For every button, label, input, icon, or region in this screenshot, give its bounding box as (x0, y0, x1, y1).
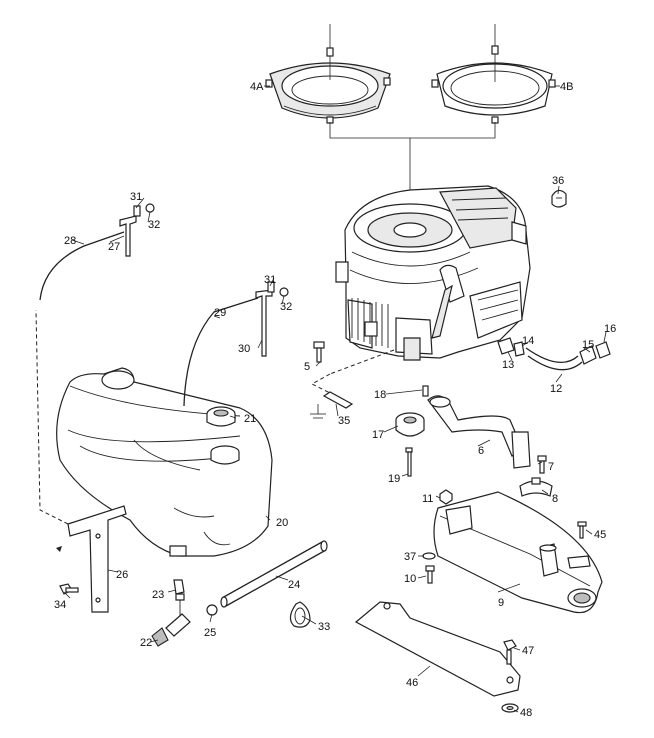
nut-32b (279, 287, 289, 297)
pin-18 (422, 385, 429, 397)
callout-24: 24 (288, 579, 300, 591)
callout-34: 34 (54, 599, 66, 611)
callout-32b: 32 (280, 301, 292, 313)
engine-assembly (335, 185, 531, 361)
clamp-25 (206, 604, 218, 616)
callout-31b: 31 (264, 274, 276, 286)
callout-20: 20 (276, 517, 288, 529)
callout-16: 16 (604, 323, 616, 335)
callout-12: 12 (550, 383, 562, 395)
heat-shield-46 (354, 601, 521, 697)
callout-35: 35 (338, 415, 350, 427)
shutoff-valve-22 (151, 600, 191, 647)
callout-36: 36 (552, 175, 564, 187)
callout-5: 5 (304, 361, 310, 373)
cable-29 (183, 289, 273, 407)
callout-18: 18 (374, 389, 386, 401)
bolt-10 (425, 565, 435, 584)
callout-33: 33 (318, 621, 330, 633)
muffler-9 (433, 491, 603, 614)
callout-25: 25 (204, 627, 216, 639)
callout-21: 21 (244, 413, 256, 425)
callout-31a: 31 (130, 191, 142, 203)
callout-47: 47 (522, 645, 534, 657)
clip-36 (551, 189, 567, 208)
filter-ring-4b (431, 24, 556, 124)
callout-15: 15 (582, 339, 594, 351)
callout-4b: 4B (560, 81, 573, 93)
callout-27: 27 (108, 241, 120, 253)
callout-26: 26 (116, 569, 128, 581)
fitting-23 (173, 579, 185, 601)
bolt-19 (405, 447, 413, 477)
fuel-hose-24 (220, 540, 328, 608)
fuel-line-12 (497, 337, 611, 371)
callout-19: 19 (388, 473, 400, 485)
bolt-11 (439, 489, 453, 505)
bolt-5 (313, 341, 325, 363)
callout-13: 13 (502, 359, 514, 371)
callout-10: 10 (404, 573, 416, 585)
callout-17: 17 (372, 429, 384, 441)
callout-32a: 32 (148, 219, 160, 231)
pulley-17 (395, 412, 425, 437)
bracket-26 (67, 505, 127, 613)
callout-4a: 4A (250, 81, 264, 93)
bolt-7 (537, 455, 547, 474)
fuel-cap-21 (206, 406, 236, 427)
clamp-8 (519, 477, 553, 497)
callout-46: 46 (406, 677, 418, 689)
bolt-34 (59, 583, 79, 595)
bolt-45 (577, 521, 587, 539)
bolt-47 (503, 639, 517, 665)
fastener-31b (267, 281, 275, 293)
nut-32a (145, 203, 155, 213)
fastener-31a (133, 205, 141, 217)
callout-45: 45 (594, 529, 606, 541)
exhaust-pipe-6 (427, 395, 531, 469)
callout-37: 37 (404, 551, 416, 563)
callout-14: 14 (522, 335, 534, 347)
filter-ring-4a (265, 24, 391, 124)
callout-8: 8 (552, 493, 558, 505)
ground-bolt-35 (310, 391, 354, 419)
callout-23: 23 (152, 589, 164, 601)
callout-30: 30 (238, 343, 250, 355)
cable-28 (39, 215, 137, 301)
callout-29: 29 (214, 307, 226, 319)
callout-9: 9 (498, 597, 504, 609)
callout-22: 22 (140, 637, 152, 649)
callout-6: 6 (478, 445, 484, 457)
callout-7: 7 (548, 461, 554, 473)
callout-11: 11 (422, 493, 433, 505)
callout-28: 28 (64, 235, 76, 247)
clip-33 (289, 601, 311, 628)
callout-48: 48 (520, 707, 532, 719)
washer-37 (422, 552, 436, 560)
